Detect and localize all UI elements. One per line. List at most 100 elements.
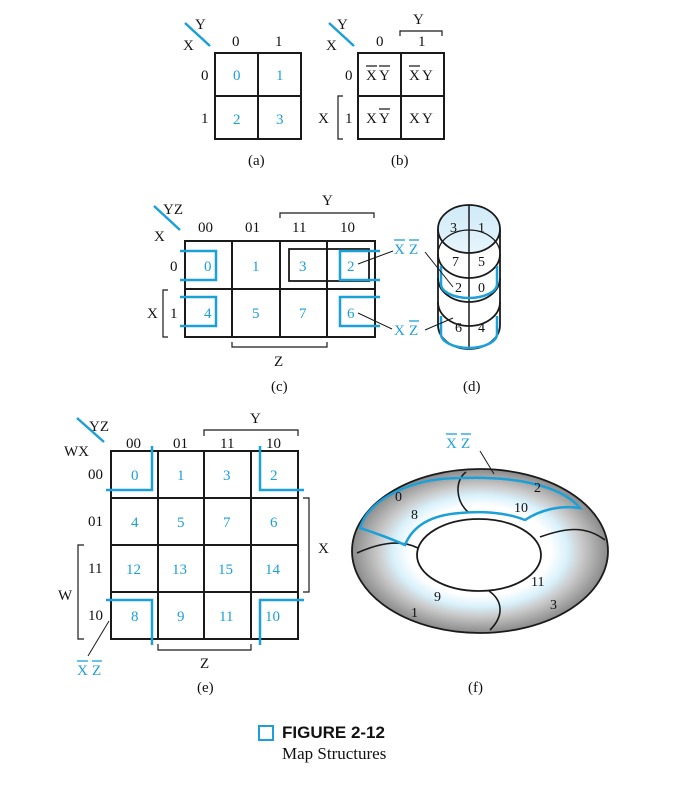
map-b-cell: X Y bbox=[409, 111, 433, 127]
map-d-cylinder: 3 1 7 5 2 0 6 4 (d) bbox=[424, 204, 501, 395]
minterm-variable: Y bbox=[422, 111, 433, 127]
map-b-col-bracket bbox=[399, 30, 443, 36]
term-variable: Z bbox=[92, 663, 101, 679]
map-e-group-marker bbox=[106, 446, 154, 492]
minterm-variable: Y bbox=[379, 68, 390, 84]
map-c-label-top: X Z bbox=[394, 239, 419, 258]
map-e-row-header: 01 bbox=[88, 514, 103, 530]
map-b-cell: X Y bbox=[366, 65, 390, 84]
map-b-row-bracket bbox=[337, 95, 343, 140]
map-c-cell: 7 bbox=[299, 306, 307, 322]
map-f-label: X Z bbox=[446, 433, 471, 452]
map-e-cell: 2 bbox=[270, 468, 278, 484]
map-b-col-bracket-label: Y bbox=[413, 12, 424, 28]
map-e-row-header: 10 bbox=[88, 608, 103, 624]
map-e-cell: 8 bbox=[131, 609, 139, 625]
map-a-col-header: 0 bbox=[232, 34, 240, 50]
map-e-cell: 6 bbox=[270, 515, 278, 531]
map-a-cell: 0 bbox=[233, 68, 241, 84]
term-variable: X bbox=[394, 323, 405, 339]
cylinder-callout-line bbox=[424, 317, 454, 331]
map-c: YZ X Y 00 01 11 10 0 1 X 0 1 3 2 4 5 7 6… bbox=[147, 193, 419, 395]
term-variable: X bbox=[446, 436, 457, 452]
map-b-col-header: 1 bbox=[418, 34, 426, 50]
term-variable: Z bbox=[409, 242, 418, 258]
term-variable: X bbox=[394, 242, 405, 258]
map-c-callout-line bbox=[357, 312, 393, 330]
map-e-row-bracket-left-label: W bbox=[58, 588, 73, 604]
map-c-callout-line bbox=[357, 250, 394, 265]
map-d-caption: (d) bbox=[463, 379, 481, 395]
map-e-col-header: 01 bbox=[173, 436, 188, 452]
map-e-group-marker bbox=[106, 598, 154, 645]
cylinder-cell: 4 bbox=[478, 321, 485, 336]
map-c-cell: 3 bbox=[299, 259, 307, 275]
map-a-cell: 3 bbox=[276, 112, 284, 128]
map-b-cell: X Y bbox=[366, 108, 390, 127]
cylinder-cell: 7 bbox=[452, 255, 459, 270]
term-variable: Z bbox=[461, 436, 470, 452]
map-b-var-left: X bbox=[326, 38, 337, 54]
torus-number: 1 bbox=[411, 606, 418, 621]
map-c-bottom-bracket-label: Z bbox=[274, 354, 283, 370]
map-c-label-bottom: X Z bbox=[394, 320, 419, 339]
map-c-cell: 2 bbox=[347, 259, 355, 275]
map-e-cell: 5 bbox=[177, 515, 185, 531]
map-a-caption: (a) bbox=[248, 153, 265, 169]
map-c-cell: 1 bbox=[252, 259, 260, 275]
map-e-var-left: WX bbox=[64, 444, 89, 460]
map-c-group-marker bbox=[180, 295, 218, 328]
cylinder-group-marker bbox=[439, 316, 499, 350]
map-e-bottom-bracket bbox=[157, 644, 252, 651]
map-c-col-header: 00 bbox=[198, 220, 213, 236]
map-e-cell: 13 bbox=[172, 562, 187, 578]
torus-divider bbox=[488, 590, 501, 631]
map-b-diagonal bbox=[328, 22, 355, 47]
map-e-cell: 7 bbox=[223, 515, 231, 531]
map-e-bottom-bracket-label: Z bbox=[200, 656, 209, 672]
torus-number: 10 bbox=[514, 501, 528, 516]
map-c-col-bracket-label: Y bbox=[322, 193, 333, 209]
map-e-cell: 11 bbox=[219, 609, 233, 625]
map-c-col-bracket bbox=[279, 212, 375, 218]
term-variable: X bbox=[77, 663, 88, 679]
figure-title-row: FIGURE 2-12 bbox=[258, 723, 386, 743]
map-c-cell: 6 bbox=[347, 306, 355, 322]
map-b-caption: (b) bbox=[391, 153, 409, 169]
minterm-variable: Y bbox=[422, 68, 433, 84]
map-e-col-bracket bbox=[203, 429, 299, 436]
map-c-row-bracket-label: X bbox=[147, 306, 158, 322]
torus-callout-line bbox=[479, 450, 495, 475]
map-e-cell: 15 bbox=[218, 562, 233, 578]
cylinder-cell: 6 bbox=[455, 321, 462, 336]
map-a-row-header: 0 bbox=[201, 68, 209, 84]
map-e-cell: 10 bbox=[265, 609, 280, 625]
map-a-col-header: 1 bbox=[275, 34, 283, 50]
map-a-var-left: X bbox=[183, 38, 194, 54]
map-f-torus: 0 2 8 10 1 9 11 3 X Z (f) bbox=[351, 433, 609, 696]
torus-hole bbox=[416, 518, 542, 592]
term-variable: Z bbox=[409, 323, 418, 339]
cylinder-cell: 5 bbox=[478, 255, 485, 270]
cylinder-cell: 0 bbox=[478, 281, 485, 296]
map-b-var-top: Y bbox=[337, 17, 348, 33]
map-e-cell: 9 bbox=[177, 609, 185, 625]
map-e-row-bracket-left bbox=[77, 544, 84, 640]
map-e-cell: 14 bbox=[265, 562, 281, 578]
map-e-col-header: 00 bbox=[126, 436, 141, 452]
map-c-row-header: 1 bbox=[170, 306, 178, 322]
map-e-cell: 1 bbox=[177, 468, 185, 484]
minterm-variable: Y bbox=[379, 111, 390, 127]
map-c-var-top: YZ bbox=[163, 202, 183, 218]
map-e-callout-line bbox=[87, 620, 110, 657]
map-b-cell: X Y bbox=[409, 65, 433, 84]
map-b-row-header: 0 bbox=[345, 68, 353, 84]
map-c-group-marker bbox=[338, 249, 380, 282]
cylinder-cell: 3 bbox=[450, 221, 457, 236]
map-c-col-header: 01 bbox=[245, 220, 260, 236]
cylinder-callout-line bbox=[424, 251, 454, 288]
map-b-col-header: 0 bbox=[376, 34, 384, 50]
minterm-variable: X bbox=[409, 111, 420, 127]
map-c-row-header: 0 bbox=[170, 259, 178, 275]
